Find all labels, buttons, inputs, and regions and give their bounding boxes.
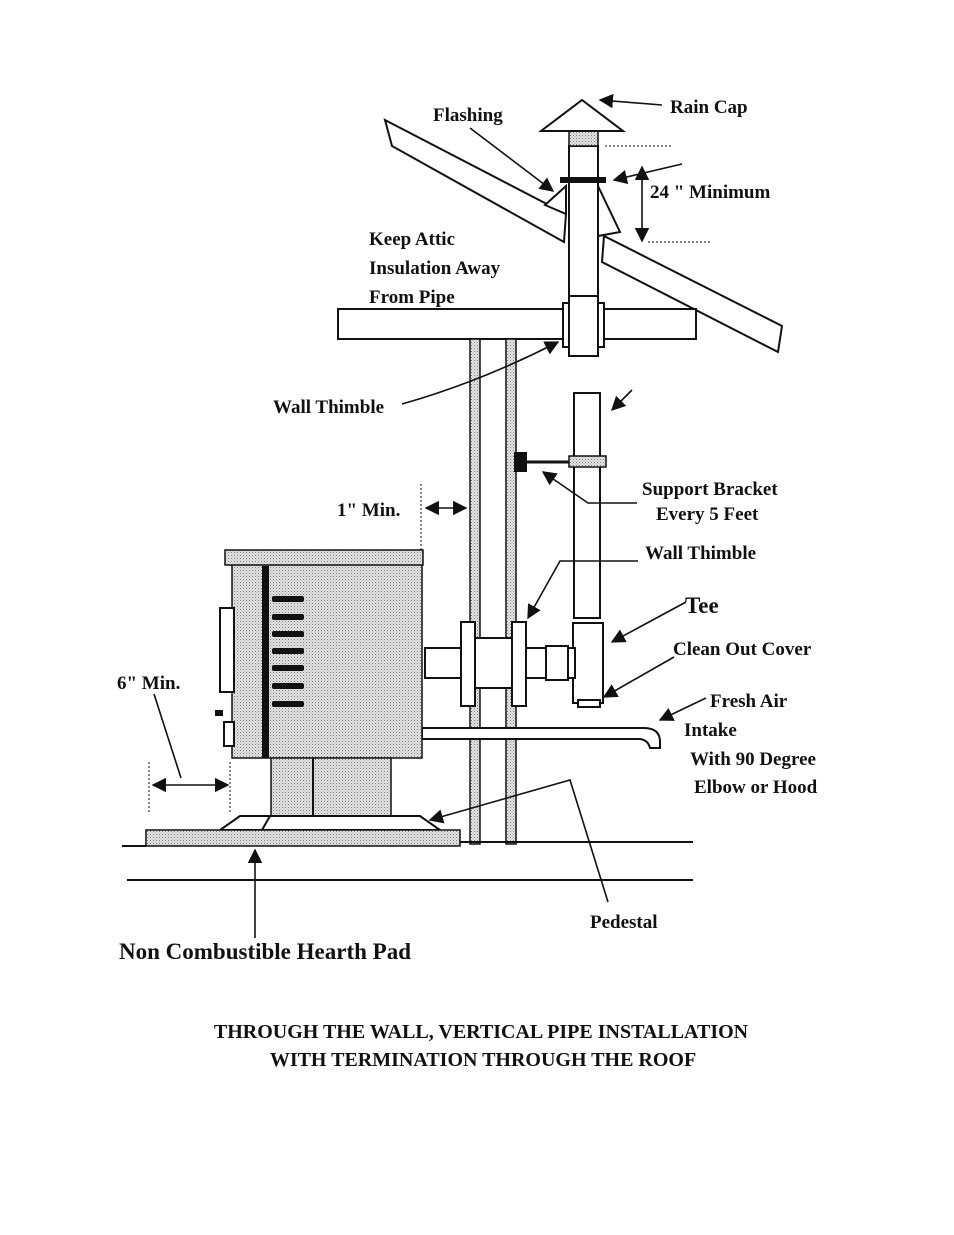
label-keep-attic-3: From Pipe [369,287,455,308]
collar-leader [612,163,683,185]
label-tee: Tee [685,593,719,618]
fresh-air-intake [421,727,661,749]
label-one-inch-min: 1" Min. [337,500,400,521]
flashing-leader [469,127,555,192]
caption-line-1: THROUGH THE WALL, VERTICAL PIPE INSTALLA… [214,1021,749,1043]
label-flashing: Flashing [433,105,503,126]
label-wall-thimble-mid: Wall Thimble [645,543,756,564]
ceiling-joist [337,308,697,340]
label-fresh-air-3: With 90 Degree [690,749,816,770]
rain-cap-leader [598,93,663,109]
fresh-air-leader [658,697,707,721]
roof-right-panel [600,234,784,354]
pedestal [270,757,392,817]
label-rain-cap: Rain Cap [670,97,748,118]
label-24-minimum: 24 " Minimum [650,182,771,203]
support-bracket [514,452,569,472]
flashing [543,183,567,216]
upper-chimney-pipe [560,130,606,357]
roof [383,118,784,354]
clean-out-cover [577,699,601,708]
wall-stud-right [505,338,517,845]
wall-thimble-top-leader [401,341,560,405]
label-six-inch-min: 6" Min. [117,673,180,694]
label-fresh-air-4: Elbow or Hood [694,777,818,798]
stove-body [231,562,423,759]
horizontal-connector [424,621,576,707]
stove-side-panel [219,607,235,693]
pedestal-leader [428,779,609,903]
lower-vertical-pipe [568,392,607,619]
clean-out-leader [602,656,675,698]
label-keep-attic-1: Keep Attic [369,229,455,250]
roof-left-panel [383,118,568,244]
tee-leader [610,601,687,643]
pipe-leader [610,389,633,412]
pellet-stove [215,549,444,831]
support-bracket-leader [541,471,637,504]
label-fresh-air-1: Fresh Air [710,691,788,712]
label-keep-attic-2: Insulation Away [369,258,501,279]
label-fresh-air-2: Intake [684,720,737,741]
caption-line-2: WITH TERMINATION THROUGH THE ROOF [270,1049,696,1071]
cap-collar [568,130,599,147]
flashing-right [597,185,622,238]
label-clean-out-cover: Clean Out Cover [673,639,812,660]
label-pedestal: Pedestal [590,912,658,933]
label-hearth-pad: Non Combustible Hearth Pad [119,939,411,964]
pedestal-base [216,815,444,831]
label-wall-thimble-top: Wall Thimble [273,397,384,418]
stove-top [224,549,424,566]
label-support-bracket-2: Every 5 Feet [656,504,759,525]
label-support-bracket-1: Support Bracket [642,479,778,500]
tee-fitting [572,622,604,708]
wall [469,338,517,845]
wall-stud-left [469,338,481,845]
rain-cap [538,98,626,132]
six-inch-leader [153,693,182,779]
stove-louvers [272,596,304,707]
wall-thimble-mid-leader [527,560,638,620]
pipe-clamp [568,455,607,468]
storm-collar [560,177,606,183]
hearth-pad [145,829,461,847]
